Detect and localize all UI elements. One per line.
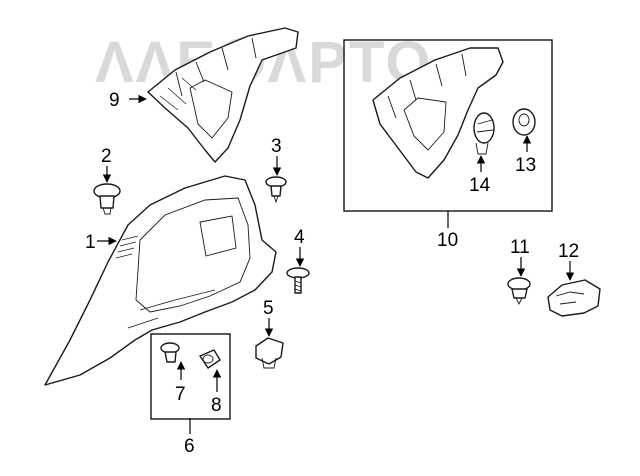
part-14-connector — [473, 112, 495, 155]
callout-5: 5 — [263, 298, 274, 319]
callout-2: 2 — [101, 146, 112, 167]
callout-1: 1 — [85, 232, 96, 253]
part-4-screw — [286, 267, 310, 294]
callout-8: 8 — [211, 395, 222, 416]
part-2-push-clip — [93, 183, 121, 215]
part-3-clip — [265, 176, 287, 204]
callout-12: 12 — [558, 241, 579, 262]
callout-9: 9 — [109, 90, 120, 111]
part-10-trim-panel-assembly — [372, 47, 504, 179]
callout-14: 14 — [469, 175, 491, 196]
callout-11: 11 — [510, 237, 530, 258]
part-13-lamp-socket — [512, 108, 536, 136]
part-1-lower-trim-panel — [44, 175, 277, 386]
callout-13: 13 — [515, 155, 536, 176]
callout-3: 3 — [271, 136, 282, 157]
callout-6: 6 — [184, 436, 195, 457]
part-12-bracket — [547, 279, 601, 317]
part-7-plug — [160, 342, 180, 363]
part-8-cover — [199, 349, 221, 369]
part-11-clip — [507, 277, 531, 306]
callout-4: 4 — [294, 227, 305, 248]
callout-7: 7 — [175, 384, 186, 405]
part-9-upper-trim-panel — [147, 27, 299, 163]
part-5-clip-nut — [255, 337, 284, 369]
callout-10: 10 — [437, 230, 458, 251]
